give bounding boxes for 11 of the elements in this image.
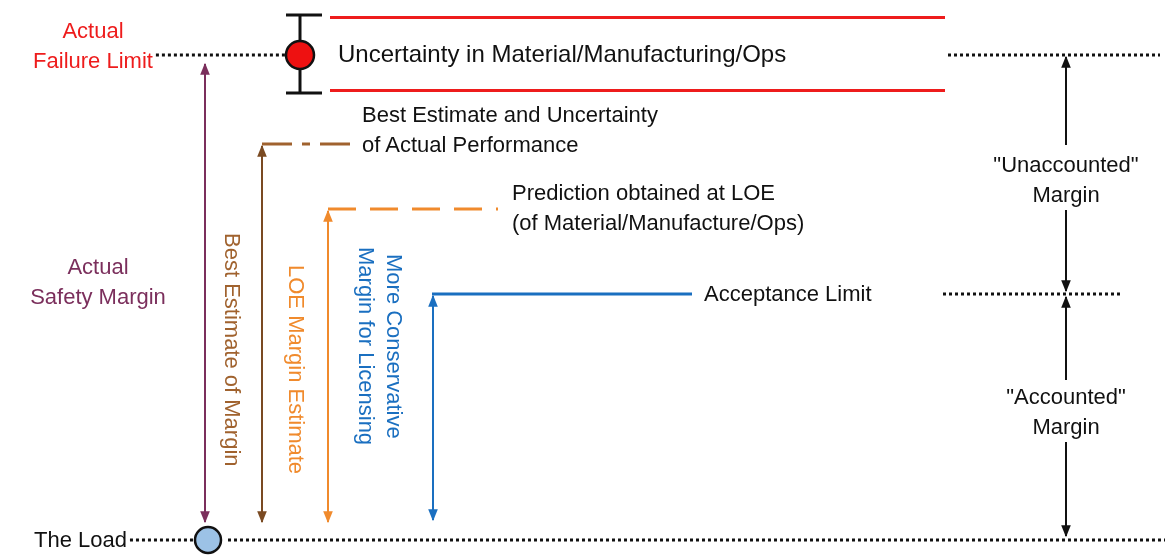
acceptance-label: Acceptance Limit (704, 279, 944, 309)
band-label: Uncertainty in Material/Manufacturing/Ops (338, 40, 787, 68)
load-label: The Load (34, 525, 164, 555)
load-point-marker (193, 525, 223, 555)
dotted-line (129, 538, 194, 542)
limit-label: Actual Failure Limit (31, 16, 155, 76)
prediction-label: Prediction obtained at LOE (of Material/Manufacture/Ops) (512, 178, 809, 238)
dotted-line (155, 53, 285, 57)
performance-label: Best Estimate and Uncertainty of Actual Performance (362, 100, 662, 160)
failure-point-marker (284, 39, 316, 71)
uncertainty-band (330, 16, 945, 92)
